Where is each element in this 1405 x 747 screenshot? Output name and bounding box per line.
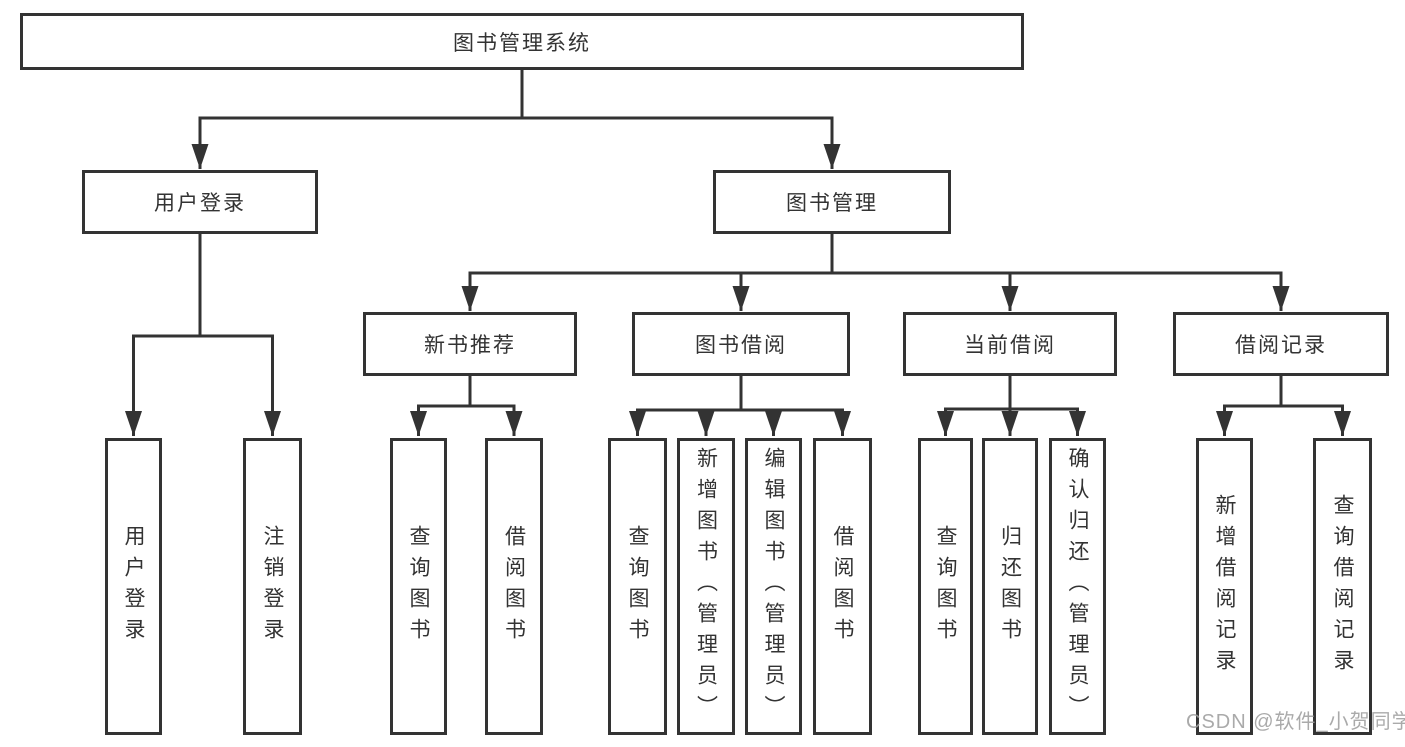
connector-book-management-children (461, 233, 1290, 311)
node-borrowing-records: 借阅记录 (1173, 312, 1389, 376)
leaf-add-books-admin-label: 新增图书（管理员） (694, 447, 718, 726)
leaf-add-books-admin: 新增图书（管理员） (677, 438, 735, 735)
connector-user-login-children (125, 233, 281, 436)
leaf-return-books-label: 归还图书 (998, 524, 1022, 649)
connector-root-to-level2 (191, 69, 841, 169)
node-user-login-label: 用户登录 (154, 192, 246, 215)
node-borrowing-records-label: 借阅记录 (1235, 334, 1327, 357)
leaf-return-books: 归还图书 (982, 438, 1038, 735)
leaf-logout-login-label: 注销登录 (261, 524, 284, 649)
leaf-logout-login: 注销登录 (243, 438, 302, 735)
leaf-confirm-return-admin-label: 确认归还（管理员） (1066, 447, 1089, 726)
leaf-query-books-recommend-label: 查询图书 (407, 524, 430, 649)
node-current-borrowing: 当前借阅 (903, 312, 1117, 376)
node-root: 图书管理系统 (20, 13, 1024, 70)
leaf-user-login: 用户登录 (105, 438, 162, 735)
node-user-login: 用户登录 (82, 170, 318, 234)
leaf-add-borrow-record-label: 新增借阅记录 (1213, 493, 1236, 680)
leaf-query-books-recommend: 查询图书 (390, 438, 447, 735)
node-current-borrowing-label: 当前借阅 (964, 334, 1056, 357)
leaf-user-login-label: 用户登录 (122, 524, 145, 649)
node-root-label: 图书管理系统 (453, 31, 591, 55)
connector-new-book-recommend-children (410, 375, 523, 436)
leaf-edit-books-admin-label: 编辑图书（管理员） (762, 447, 785, 726)
node-book-borrowing-label: 图书借阅 (695, 334, 787, 357)
leaf-query-books-borrowing: 查询图书 (608, 438, 667, 735)
node-new-book-recommend: 新书推荐 (363, 312, 577, 376)
connector-current-borrowing-children (937, 375, 1086, 436)
leaf-query-books-current: 查询图书 (918, 438, 973, 735)
node-book-management-label: 图书管理 (786, 192, 878, 215)
node-book-borrowing: 图书借阅 (632, 312, 850, 376)
leaf-borrow-books-borrowing-label: 借阅图书 (831, 524, 854, 649)
leaf-borrow-books-recommend: 借阅图书 (485, 438, 543, 735)
leaf-confirm-return-admin: 确认归还（管理员） (1049, 438, 1106, 735)
leaf-query-books-borrowing-label: 查询图书 (626, 524, 649, 649)
leaf-query-borrow-record-label: 查询借阅记录 (1331, 493, 1354, 680)
leaf-query-books-current-label: 查询图书 (934, 524, 957, 649)
leaf-borrow-books-recommend-label: 借阅图书 (502, 524, 526, 649)
connector-borrowing-records-children (1216, 375, 1351, 436)
leaf-edit-books-admin: 编辑图书（管理员） (745, 438, 802, 735)
connector-book-borrowing-children (629, 375, 851, 436)
leaf-query-borrow-record: 查询借阅记录 (1313, 438, 1372, 735)
leaf-borrow-books-borrowing: 借阅图书 (813, 438, 872, 735)
node-new-book-recommend-label: 新书推荐 (424, 334, 516, 357)
node-book-management: 图书管理 (713, 170, 951, 234)
watermark: CSDN @软件_小贺同学 (1186, 711, 1405, 733)
leaf-add-borrow-record: 新增借阅记录 (1196, 438, 1253, 735)
